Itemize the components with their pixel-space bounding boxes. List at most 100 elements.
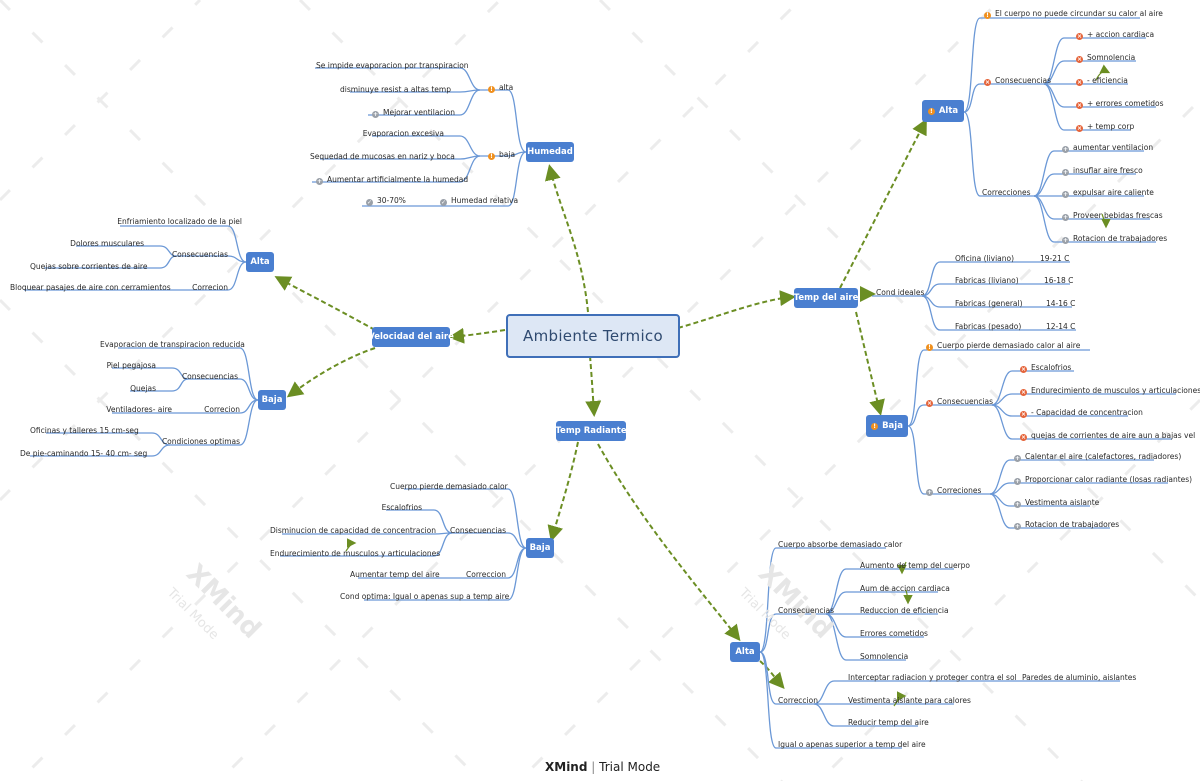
aire-alta-correccion[interactable]: +expulsar aire caliente — [1062, 188, 1154, 198]
topic-radiante-baja[interactable]: Baja — [526, 538, 554, 558]
velocidad-alta-consecuencia[interactable]: Quejas sobre corrientes de aire — [30, 262, 148, 271]
topic-temp-radiante[interactable]: Temp Radiante — [555, 421, 627, 441]
velocidad-baja-correcion-label[interactable]: Correcion — [204, 405, 240, 414]
aire-alta-consecuencia[interactable]: ×- eficiencia — [1076, 76, 1128, 86]
velocidad-baja-correccion[interactable]: Ventiladores- aire — [106, 405, 172, 414]
velocidad-alta-top[interactable]: Enfriamiento localizado de la piel — [117, 217, 242, 226]
humedad-baja-label[interactable]: !baja — [488, 150, 515, 160]
radiante-baja-consecuencia[interactable]: Disminucion de capacidad de concentracio… — [270, 526, 437, 535]
topic-velocidad-alta[interactable]: Alta — [246, 252, 274, 272]
topic-humedad[interactable]: Humedad — [526, 142, 574, 162]
radiante-alta-correccion[interactable]: Interceptar radiacion y proteger contra … — [848, 673, 1017, 682]
aire-alta-consecuencia[interactable]: ×+ accion cardiaca — [1076, 30, 1154, 40]
aire-baja-correccion[interactable]: +Calentar el aire (calefactores, radiado… — [1014, 452, 1181, 462]
radiante-alta-bottom[interactable]: Igual o apenas superior a temp del aire — [778, 740, 926, 749]
aire-alta-consecuencia[interactable]: × + temp corp — [1076, 122, 1134, 132]
radiante-baja-correccion-label[interactable]: Correccion — [466, 570, 506, 579]
aire-alta-correccion[interactable]: +aumentar ventilacion — [1062, 143, 1153, 153]
cross-icon: × — [984, 79, 991, 86]
aire-alta-correcciones[interactable]: Correcciones — [982, 188, 1031, 197]
humedad-baja-item[interactable]: Sequedad de mucosas en nariz y boca — [310, 152, 455, 161]
cond-row-value[interactable]: 16-18 C — [1044, 276, 1074, 285]
aire-baja-consecuencia[interactable]: ×Endurecimiento de musculos y articulaci… — [1020, 386, 1200, 396]
humedad-alta-item[interactable]: +Mejorar ventilacion — [372, 108, 455, 118]
humedad-alta-label[interactable]: !alta — [488, 83, 513, 93]
aire-baja-consecuencia[interactable]: ×- Capacidad de concentracion — [1020, 408, 1143, 418]
humedad-alta-item[interactable]: Se impide evaporacion por transpiracion — [316, 61, 469, 70]
label-text: aumentar ventilacion — [1073, 143, 1154, 152]
label-text: Consecuencias — [937, 397, 994, 406]
radiante-baja-consecuencia[interactable]: Escalofrios — [381, 503, 422, 512]
humedad-baja-item[interactable]: Evaporacion excesiva — [362, 129, 444, 138]
aire-alta-consecuencias[interactable]: ×Consecuencias — [984, 76, 1051, 86]
humedad-alta-item[interactable]: disminuye resist a altas temp — [340, 85, 451, 94]
velocidad-alta-correccion[interactable]: Bloquear pasajes de aire con cerramiento… — [10, 283, 171, 292]
radiante-alta-consecuencias[interactable]: Consecuencias — [778, 606, 835, 615]
cond-row-value[interactable]: 12-14 C — [1046, 322, 1076, 331]
radiante-baja-consecuencias[interactable]: Consecuencias — [450, 526, 507, 535]
velocidad-alta-consecuencias[interactable]: Consecuencias — [171, 250, 228, 259]
label-text: + temp corp — [1087, 122, 1135, 131]
velocidad-baja-consecuencias[interactable]: Consecuencias — [181, 372, 238, 381]
radiante-alta-correccion[interactable]: Reducir temp del aire — [848, 718, 929, 727]
aire-alta-correccion[interactable]: +insuflar aire fresco — [1062, 166, 1143, 176]
velocidad-baja-consecuencia[interactable]: Piel pegajosa — [106, 361, 156, 370]
humedad-relativa-label[interactable]: ✓Humedad relativa — [440, 196, 518, 206]
aire-alta-correccion[interactable]: +Rotacion de trabajadores — [1062, 234, 1167, 244]
cond-row-name[interactable]: Fabricas (general) — [955, 299, 1023, 308]
aire-baja-consecuencia[interactable]: ×Escalofrios — [1020, 363, 1071, 373]
radiante-alta-correccion-label[interactable]: Correccion — [778, 696, 818, 705]
velocidad-alta-consecuencia[interactable]: Dolores musculares — [70, 239, 144, 248]
aire-alta-top[interactable]: !El cuerpo no puede circundar su calor a… — [984, 9, 1163, 19]
humedad-relativa-value[interactable]: ✓30-70% — [366, 196, 406, 206]
radiante-baja-consecuencia[interactable]: Endurecimiento de musculos y articulacio… — [270, 549, 441, 558]
aire-baja-correccion[interactable]: +Proporcionar calor radiante (losas radi… — [1014, 475, 1192, 485]
velocidad-baja-top[interactable]: Evaporacion de transpiracion reducida — [100, 340, 245, 349]
radiante-baja-correccion[interactable]: Aumentar temp del aire — [350, 570, 440, 579]
footer-mode: Trial Mode — [599, 760, 661, 774]
aire-baja-top[interactable]: !Cuerpo pierde demasiado calor al aire — [926, 341, 1080, 351]
cond-row-value[interactable]: 19-21 C — [1040, 254, 1070, 263]
topic-temp-aire[interactable]: Temp del aire — [794, 288, 858, 308]
cond-row-name[interactable]: Fabricas (pesado) — [955, 322, 1022, 331]
cond-row-name[interactable]: Fabricas (liviano) — [955, 276, 1019, 285]
topic-aire-baja[interactable]: !Baja — [866, 415, 908, 437]
radiante-baja-top[interactable]: Cuerpo pierde demasiado calor — [390, 482, 508, 491]
radiante-alta-consecuencia[interactable]: Errores cometidos — [860, 629, 928, 638]
aire-baja-consecuencia[interactable]: ×quejas de corrientes de aire aun a baja… — [1020, 431, 1195, 441]
aire-baja-correcciones[interactable]: +Correciones — [926, 486, 981, 496]
cross-icon: × — [1076, 125, 1083, 132]
cond-row-name[interactable]: Oficina (liviano) — [955, 254, 1015, 263]
topic-velocidad-aire[interactable]: Velocidad del aire — [368, 327, 454, 347]
velocidad-baja-condiciones[interactable]: Condiciones optimas — [161, 437, 240, 446]
aire-alta-correccion[interactable]: +Proveer bebidas frescas — [1062, 211, 1163, 221]
velocidad-alta-correcion-label[interactable]: Correcion — [192, 283, 228, 292]
label-text: - Capacidad de concentracion — [1031, 408, 1143, 417]
aire-baja-correccion[interactable]: +Vestimenta aislante — [1014, 498, 1099, 508]
aire-alta-consecuencia[interactable]: ×Somnolencia — [1076, 53, 1135, 63]
humedad-baja-item[interactable]: +Aumentar artificialmente la humedad — [316, 175, 468, 185]
topic-velocidad-baja[interactable]: Baja — [258, 390, 286, 410]
aire-baja-correccion[interactable]: +Rotacion de trabajadores — [1014, 520, 1119, 530]
velocidad-baja-condicion[interactable]: Oficinas y talleres 15 cm-seg — [30, 426, 139, 435]
topic-radiante-alta[interactable]: Alta — [730, 642, 760, 662]
aire-alta-consecuencia[interactable]: ×+ errores cometidos — [1076, 99, 1163, 109]
central-topic[interactable]: Ambiente Termico — [506, 314, 680, 358]
radiante-alta-consecuencia[interactable]: Aum de accion cardiaca — [860, 584, 950, 593]
label-text: El cuerpo no puede circundar su calor al… — [995, 9, 1163, 18]
radiante-alta-consecuencia[interactable]: Somnolencia — [860, 652, 909, 661]
radiante-alta-consecuencia[interactable]: Aumento de temp del cuerpo — [860, 561, 971, 570]
topic-aire-alta-label: Alta — [938, 106, 959, 116]
radiante-baja-optima[interactable]: Cond optima: Igual o apenas sup a temp a… — [340, 592, 510, 601]
velocidad-baja-consecuencia[interactable]: Quejas — [130, 384, 156, 393]
radiante-alta-top[interactable]: Cuerpo absorbe demasiado calor — [778, 540, 903, 549]
radiante-alta-consecuencia[interactable]: Reduccion de eficiencia — [860, 606, 949, 615]
cond-row-value[interactable]: 14-16 C — [1046, 299, 1076, 308]
cond-ideales-label[interactable]: Cond ideales — [876, 288, 925, 297]
aire-baja-consecuencias[interactable]: ×Consecuencias — [926, 397, 993, 407]
radiante-alta-paredes[interactable]: Paredes de aluminio, aislantes — [1022, 673, 1137, 682]
velocidad-baja-condicion[interactable]: De pie-caminando 15- 40 cm- seg — [20, 449, 148, 458]
topic-aire-alta[interactable]: !Alta — [922, 100, 964, 122]
radiante-alta-correccion[interactable]: Vestimenta aislante para calores — [848, 696, 971, 705]
